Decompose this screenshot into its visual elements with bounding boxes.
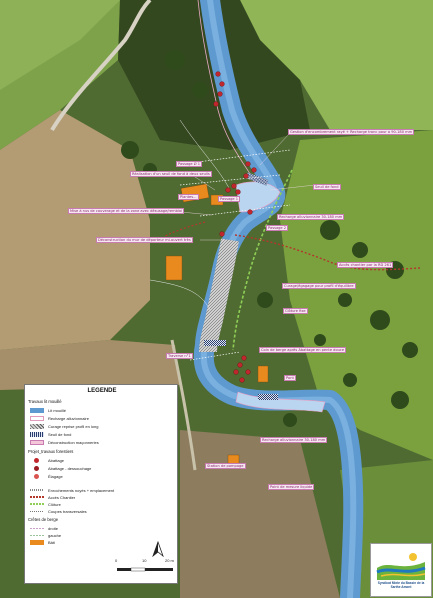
field-right-green: [280, 130, 433, 460]
field-left-lower: [0, 340, 180, 390]
logo-text: Syndicat Mixte du Bassin de la Sarthe Am…: [377, 581, 425, 589]
legend-item-elagage: Élagage: [30, 473, 63, 479]
seuil-3: [258, 394, 278, 400]
tree-marker-icon: [34, 457, 39, 463]
legend-item-coupes: Coupes transversales: [30, 508, 87, 514]
legend-item-gauche: gauche: [30, 532, 61, 538]
scale-label-0: 0: [115, 558, 118, 563]
legend-section-lit-mouille: Travaux lit mouillé: [28, 399, 62, 404]
bank-outline: [197, 0, 259, 191]
legend-item-bati: Bâti: [30, 539, 55, 545]
legend-item-seuil: Seuil de fond: [30, 431, 71, 437]
label-seuil-fond: Seuil de fond: [313, 184, 341, 191]
access-path-2: [164, 221, 206, 237]
legend-section-cretes: Crêtes de berge: [28, 517, 59, 522]
label-passage-2: Passage 2: [266, 225, 289, 232]
scale-label-10: 10: [142, 558, 147, 563]
hatch-swatch-icon: [30, 423, 44, 429]
label-deconstruction: Déconstruction du mur de déporteur mi-ou…: [96, 237, 193, 244]
tree-marker-icon: [34, 473, 39, 479]
legend-item-acces: Accès Chantier: [30, 494, 75, 500]
label-seuil-realisation: Réalisation d'un seuil de fond à deux se…: [130, 171, 212, 178]
north-arrow-icon: [152, 541, 164, 557]
scale-bar: [117, 567, 173, 572]
field-top-right: [240, 0, 433, 130]
legend-item-cloture: Clôture: [30, 501, 61, 507]
seuil-1: [245, 172, 269, 186]
recharge-swatch-icon: [30, 415, 44, 421]
logo-graphic-icon: [376, 550, 426, 580]
checker-swatch-icon: [30, 431, 44, 437]
cross-sections: [179, 149, 291, 361]
tree-marker-icon: [34, 465, 39, 471]
legend-item-enrochements: Enrochements noyés + emplacement: [30, 487, 114, 493]
crete-berge-droite: [179, 119, 231, 191]
label-plantes: Plantes...: [178, 194, 199, 201]
label-station-pompage: Station de pompage: [205, 463, 246, 470]
label-cloture: Clôture fixe: [283, 308, 308, 315]
label-gestion: Gestion d'encombrement rayé + Recharge t…: [288, 129, 415, 136]
syndicate-logo: Syndicat Mixte du Bassin de la Sarthe Am…: [370, 543, 432, 597]
label-passage-0: Passage Ø 1: [176, 161, 203, 168]
label-point-mesure: Point de mesure liquide: [268, 484, 315, 491]
dashed-line-icon: [30, 510, 44, 512]
bank-right-line-icon: [30, 527, 44, 529]
building-swatch-icon: [30, 539, 44, 545]
legend-item-abattage: Abattage: [30, 457, 64, 463]
tree-markers: [213, 71, 257, 383]
tree-clusters: [121, 50, 418, 427]
label-passage-1: Passage 1: [218, 196, 241, 203]
legend-item-droite: droite: [30, 525, 58, 531]
field-upper-left-light: [0, 0, 120, 90]
label-mise-a-nus: Mise à nus de couverage et de la zone av…: [68, 208, 185, 215]
field-bottom-left: [180, 430, 340, 598]
river-swatch-icon: [30, 407, 44, 413]
label-pont: Pont: [284, 375, 296, 382]
legend-item-curage: Curage reprise profil en long: [30, 423, 98, 429]
legend-section-forestiers: Projet_travaux forestiers: [28, 449, 74, 454]
seuil-2: [204, 340, 226, 346]
road: [50, 0, 152, 132]
arrow-line-icon: [30, 496, 44, 498]
label-curage: Curage/égagage pour profil d'équilibre: [282, 283, 356, 290]
dots-line-icon: [30, 489, 44, 491]
field-left-brown: [0, 110, 150, 350]
fence-line-icon: [30, 503, 44, 505]
label-recharge-lower: Recharge alluvionnaire 30-180 mm: [260, 437, 328, 444]
legend-item-deconstruction: Déconstruction maçonneries: [30, 439, 99, 445]
legend-panel: LEGENDE Travaux lit mouillé Lit mouillé …: [24, 384, 178, 584]
bank-left-line-icon: [30, 534, 44, 536]
label-coin-berge: Coin de berge après Abattage en pente do…: [259, 347, 347, 354]
legend-title: LEGENDE: [87, 388, 117, 394]
scale-label-20: 20 m: [165, 558, 174, 563]
label-traverse: Traverse n°1: [166, 353, 193, 360]
legend-item-abattage-dessouchage: Abattage - dessouchage: [30, 465, 91, 471]
label-acces-rd: Accès chantier par la RD 261: [337, 262, 394, 269]
deconstruction-swatch-icon: [30, 439, 44, 445]
label-leaders: [159, 132, 316, 241]
legend-item-recharge: Recharge alluvionnaire: [30, 415, 89, 421]
crete-berge-gauche: [149, 279, 211, 311]
label-recharge-upper: Recharge alluvionnaire 30-180 mm: [277, 214, 345, 221]
legend-item-lit-mouille: Lit mouillé: [30, 407, 66, 413]
